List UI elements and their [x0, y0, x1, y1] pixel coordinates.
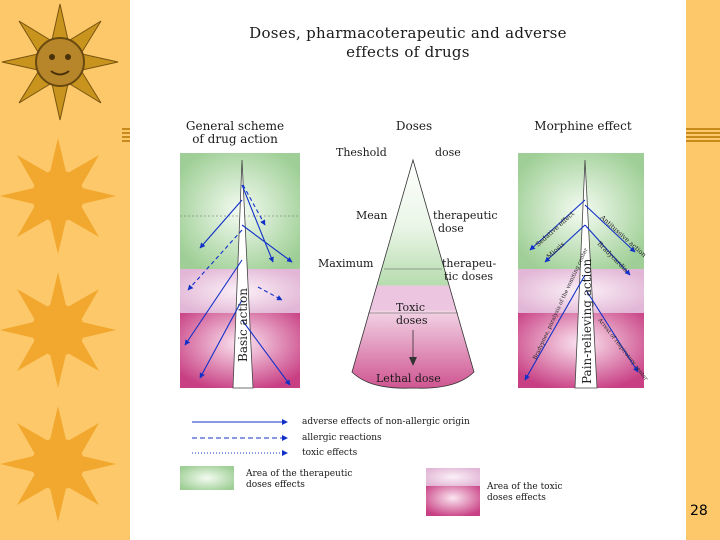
- legend-therapeutic-area-2: doses effects: [246, 480, 305, 490]
- morphine-panel: Sedative effect Antitussive action Miosi…: [518, 153, 649, 389]
- legend-allergic: allergic reactions: [302, 433, 382, 443]
- lethal-dose-label: Lethal dose: [376, 372, 441, 385]
- column-heading-doses: Doses: [395, 119, 433, 133]
- right-strip: [686, 0, 720, 540]
- column-heading-general-2: of drug action: [192, 132, 278, 146]
- legend-lines: [180, 419, 480, 516]
- toxic-label: Toxic: [396, 301, 425, 314]
- slide-title-line1: Doses, pharmacoterapeutic and adverse: [249, 24, 567, 42]
- mean-therapeutic-label: therapeutic: [433, 209, 498, 222]
- column-heading-morphine: Morphine effect: [534, 119, 632, 133]
- slide-title-line2: effects of drugs: [346, 43, 470, 61]
- column-heading-general-1: General scheme: [185, 119, 285, 133]
- doses-cone: [351, 158, 475, 389]
- legend-non-allergic: adverse effects of non-allergic origin: [302, 417, 470, 427]
- max-therapeutic-label: therapeu-: [442, 257, 497, 270]
- legend-toxic: toxic effects: [302, 448, 358, 458]
- max-doses-label: tic doses: [444, 270, 494, 283]
- pain-relieving-label: Pain-relieving action: [580, 258, 594, 384]
- legend-toxic-area-1: Area of the toxic: [487, 482, 563, 492]
- toxic-doses-label: doses: [396, 314, 428, 327]
- sun-icon: [0, 406, 116, 522]
- threshold-dose-label: dose: [435, 146, 461, 159]
- slide-number: 28: [690, 503, 708, 519]
- general-scheme-panel: Basic action: [180, 153, 300, 389]
- mean-label: Mean: [356, 209, 388, 222]
- decorative-stripes: [686, 128, 720, 144]
- legend-therapeutic-area-1: Area of the therapeutic: [246, 469, 353, 479]
- sun-face-icon: [1, 3, 119, 121]
- slide-card: Doses, pharmacoterapeutic and adverse ef…: [130, 0, 686, 540]
- sun-icon: [0, 272, 116, 388]
- threshold-label: Theshold: [336, 146, 387, 159]
- maximum-label: Maximum: [318, 257, 374, 270]
- decorative-stripes: [122, 128, 130, 144]
- legend-toxic-area-2: doses effects: [487, 493, 546, 503]
- basic-action-label: Basic action: [236, 288, 250, 362]
- dose-effect-diagram: Basic action Sedative effect: [180, 153, 649, 516]
- mean-dose-label: dose: [438, 222, 464, 235]
- sun-icon: [0, 138, 116, 254]
